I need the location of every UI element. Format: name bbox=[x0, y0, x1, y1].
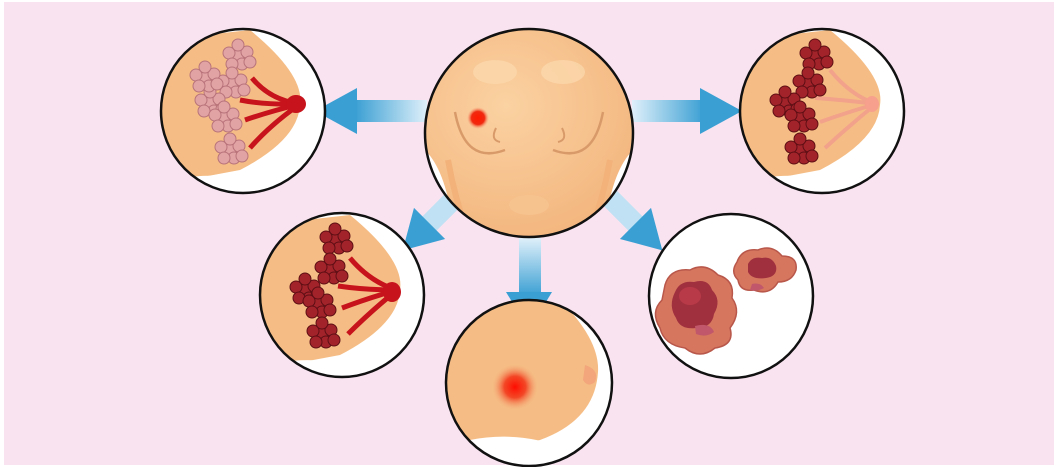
lump-marker bbox=[491, 363, 539, 411]
lump-marker bbox=[467, 107, 489, 129]
skin-ulcer-node bbox=[649, 214, 813, 378]
